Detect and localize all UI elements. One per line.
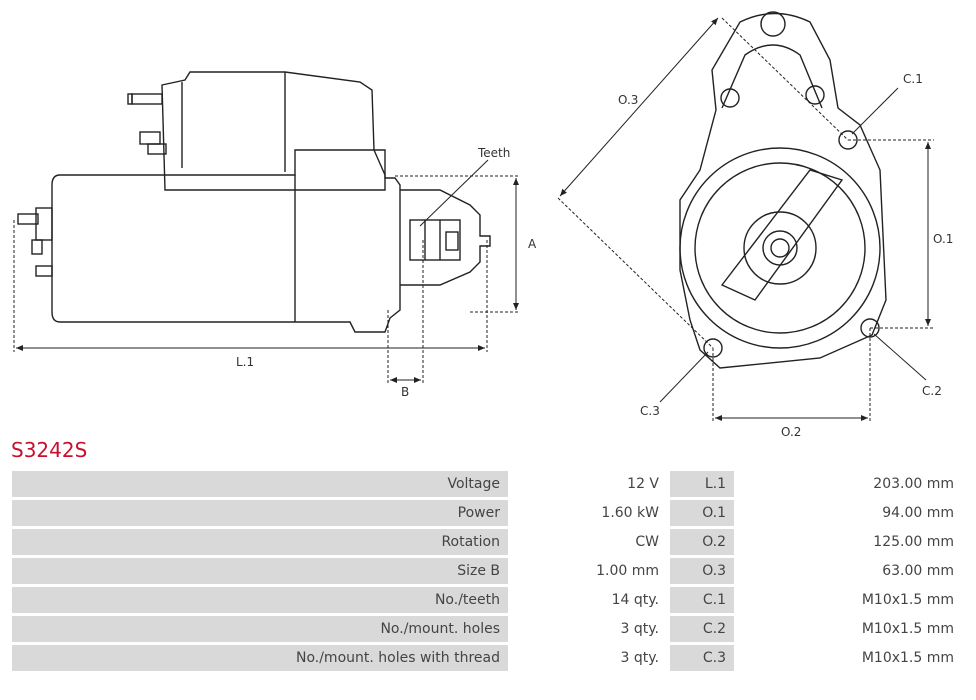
spec-label: Power	[12, 500, 508, 526]
spec-label: No./mount. holes	[12, 616, 508, 642]
motor-body	[51, 149, 401, 333]
label-c3: C.3	[640, 404, 660, 418]
front-view	[679, 11, 887, 369]
pinion-gear	[409, 219, 461, 261]
dimension-code: O.2	[670, 529, 734, 555]
dimension-value: M10x1.5 mm	[737, 645, 962, 671]
dimension-code: C.2	[670, 616, 734, 642]
label-o1: O.1	[933, 232, 953, 246]
spec-value: 3 qty.	[511, 616, 667, 642]
dimension-value: 203.00 mm	[737, 471, 962, 497]
spec-label: Voltage	[12, 471, 508, 497]
hole-c2	[860, 318, 880, 338]
spec-value: 14 qty.	[511, 587, 667, 613]
front-dimensions	[557, 17, 934, 422]
spec-value: 3 qty.	[511, 645, 667, 671]
label-c1: C.1	[903, 72, 923, 86]
label-a: A	[528, 237, 537, 251]
spec-label: No./mount. holes with thread	[12, 645, 508, 671]
dimension-value: 125.00 mm	[737, 529, 962, 555]
dimension-value: M10x1.5 mm	[737, 616, 962, 642]
dimension-code: L.1	[670, 471, 734, 497]
dimension-labels: Teeth A L.1 B O.3 C.1 O.1 C.2 C.3 O.2	[236, 72, 953, 439]
housing-outer-ring	[679, 147, 881, 349]
dimension-code: O.1	[670, 500, 734, 526]
dimension-code: C.3	[670, 645, 734, 671]
hole-c3	[703, 338, 723, 358]
spec-value: 1.00 mm	[511, 558, 667, 584]
label-l1: L.1	[236, 355, 254, 369]
dimension-value: 94.00 mm	[737, 500, 962, 526]
side-dimensions	[13, 159, 520, 384]
dimension-value: M10x1.5 mm	[737, 587, 962, 613]
dimension-value: 63.00 mm	[737, 558, 962, 584]
spec-label: Size B	[12, 558, 508, 584]
solenoid	[161, 71, 386, 191]
spec-label: Rotation	[12, 529, 508, 555]
spec-label: No./teeth	[12, 587, 508, 613]
hole-c1	[838, 130, 858, 150]
dimension-code: O.3	[670, 558, 734, 584]
part-code-title: S3242S	[11, 438, 88, 462]
label-teeth: Teeth	[477, 146, 510, 160]
spec-value: 1.60 kW	[511, 500, 667, 526]
pinion-housing	[400, 189, 491, 286]
spec-value: 12 V	[511, 471, 667, 497]
starter-motor-drawing: Teeth A L.1 B O.3 C.1 O.1 C.2 C.3 O.2	[13, 11, 953, 439]
dimension-code: C.1	[670, 587, 734, 613]
side-view	[17, 71, 491, 333]
label-c2: C.2	[922, 384, 942, 398]
label-b: B	[401, 385, 409, 399]
label-o2: O.2	[781, 425, 801, 439]
label-o3: O.3	[618, 93, 638, 107]
spec-value: CW	[511, 529, 667, 555]
